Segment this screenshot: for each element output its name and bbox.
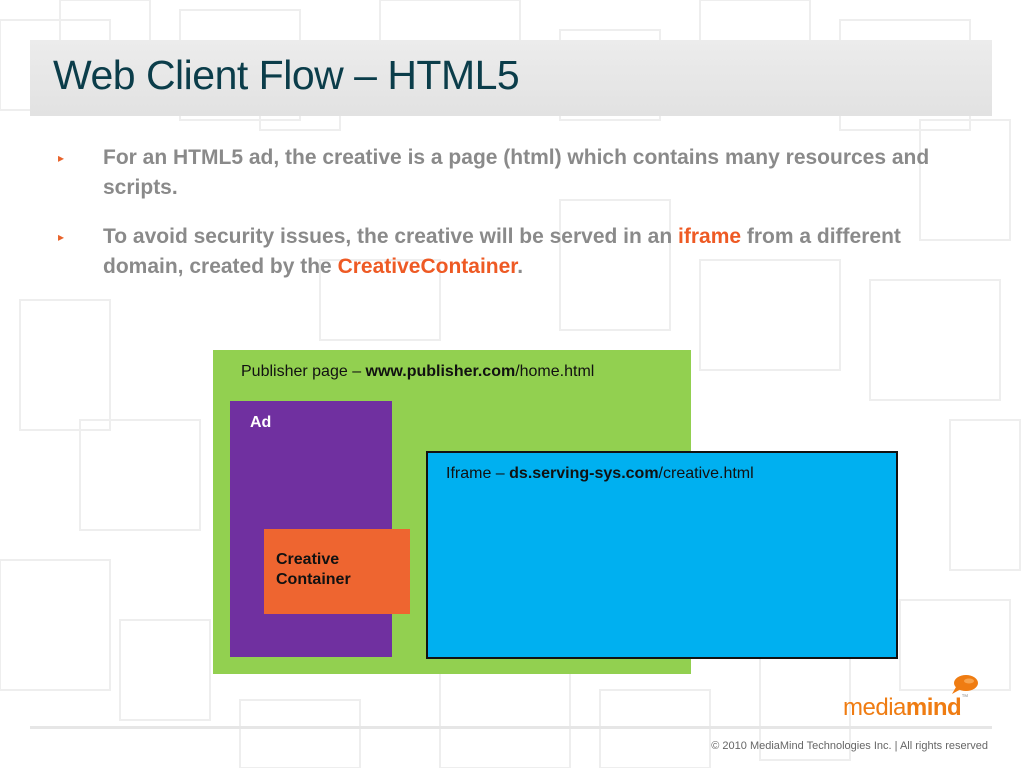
publisher-domain: www.publisher.com: [365, 363, 516, 380]
ad-label: Ad: [250, 414, 272, 431]
creative-container-box: [264, 529, 410, 614]
highlight-iframe: iframe: [678, 225, 742, 248]
iframe-prefix: Iframe –: [446, 465, 510, 482]
copyright-text: © 2010 MediaMind Technologies Inc. | All…: [711, 740, 988, 752]
logo-text-regular: media: [843, 694, 906, 721]
highlight-creative-container: CreativeContainer: [337, 255, 518, 278]
iframe-label: Iframe – ds.serving-sys.com/creative.htm…: [446, 465, 754, 483]
slide-title: Web Client Flow – HTML5: [53, 52, 520, 98]
iframe-path: /creative.html: [658, 465, 754, 482]
mediamind-logo: mediamind™: [843, 694, 968, 722]
publisher-page-label: Publisher page – www.publisher.com/home.…: [241, 363, 594, 381]
iframe-domain: ds.serving-sys.com: [509, 465, 659, 482]
bullet-arrow-icon: ▸: [58, 151, 65, 165]
speech-bubble-icon: [952, 675, 978, 694]
title-bar: [30, 40, 992, 116]
bullet-text: from a different domain, created by the: [103, 225, 901, 278]
footer-divider: [30, 726, 992, 729]
bullet-text: For an HTML5 ad, the creative is a page …: [103, 146, 930, 199]
publisher-path: /home.html: [515, 363, 595, 380]
bullet-list: ▸ For an HTML5 ad, the creative is a pag…: [58, 143, 978, 301]
creative-container-label: Creative Container: [276, 550, 406, 590]
logo-text-bold: mind: [905, 694, 962, 721]
bullet-item: ▸ To avoid security issues, the creative…: [58, 222, 978, 282]
creative-label-line1: Creative: [276, 551, 340, 568]
iframe-box: [426, 451, 898, 659]
bullet-item: ▸ For an HTML5 ad, the creative is a pag…: [58, 143, 978, 203]
creative-label-line2: Container: [276, 571, 351, 588]
bullet-arrow-icon: ▸: [58, 230, 65, 244]
logo-trademark: ™: [961, 694, 968, 701]
bullet-text: .: [517, 255, 524, 278]
publisher-prefix: Publisher page –: [241, 363, 366, 380]
bullet-text: To avoid security issues, the creative w…: [103, 225, 679, 248]
